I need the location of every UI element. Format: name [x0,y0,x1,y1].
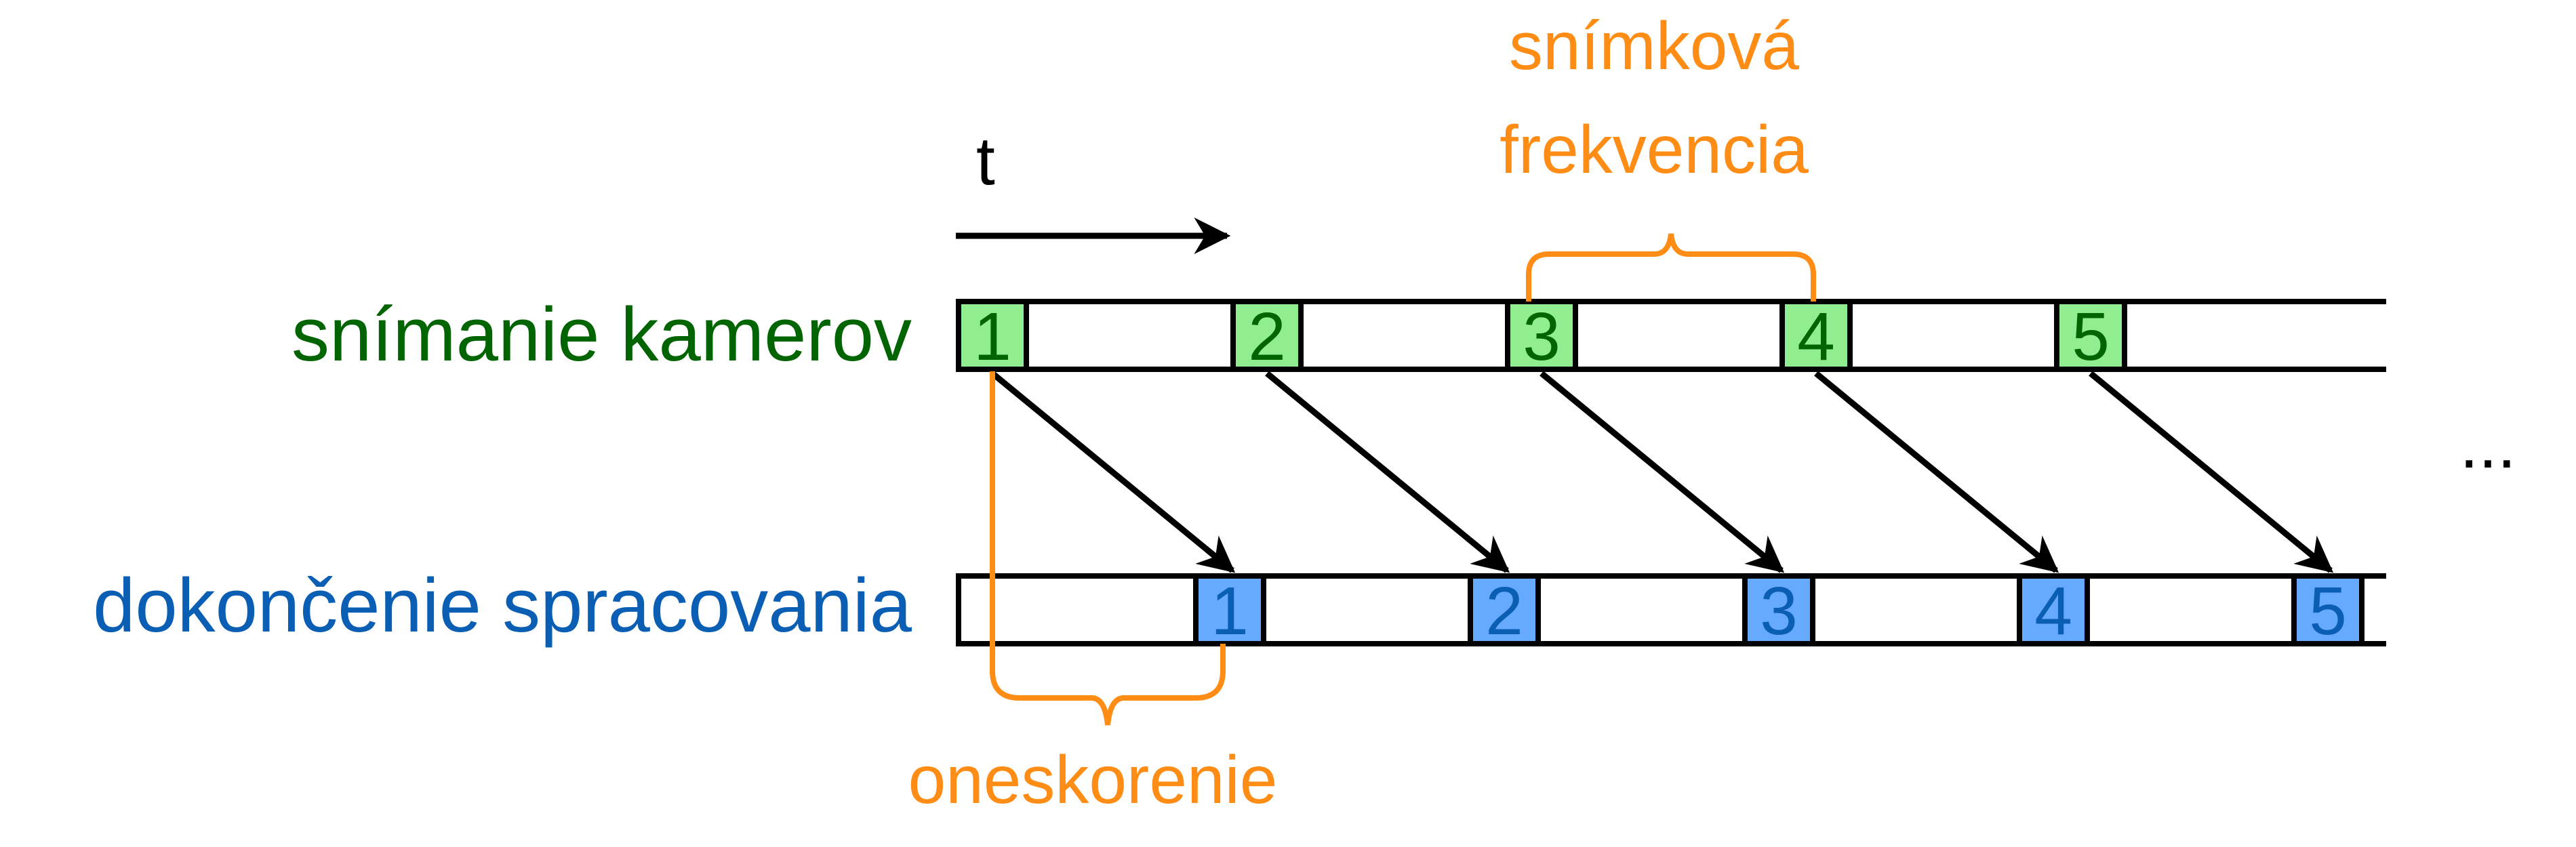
processed-frame-1: 1 [1193,573,1266,649]
capture-frame-1: 1 [956,299,1029,375]
svg-text:1: 1 [1211,573,1249,649]
processed-frame-4: 4 [2017,573,2090,649]
capture-timeline [956,299,2386,372]
processing-arrow-1 [990,371,1236,573]
capture-frame-3: 3 [1505,299,1578,375]
continuation-ellipsis: ... [2459,407,2516,482]
processing-arrow-2 [1265,371,1510,573]
svg-text:5: 5 [2309,573,2347,649]
svg-text:3: 3 [1760,573,1798,649]
svg-text:1: 1 [973,299,1011,375]
svg-text:4: 4 [2034,573,2072,649]
capture-row-label: snímanie kamerov [291,292,912,377]
frame-rate-brace [1526,233,1816,302]
svg-text:3: 3 [1523,299,1561,375]
capture-frame-4: 4 [1779,299,1853,375]
svg-text:4: 4 [1797,299,1835,375]
processed-frame-2: 2 [1468,573,1541,649]
latency-brace [990,644,1226,726]
svg-text:2: 2 [1485,573,1523,649]
frame-rate-label-line2: frekvencia [1500,112,1809,188]
processing-row-label: dokončenie spracovania [93,563,912,648]
processing-arrow-3 [1539,371,1785,573]
processed-frame-3: 3 [1742,573,1815,649]
svg-text:5: 5 [2072,299,2110,375]
capture-frame-5: 5 [2054,299,2127,375]
svg-text:2: 2 [1248,299,1286,375]
processing-timeline [956,573,2386,646]
processing-arrow-5 [2089,371,2334,573]
processed-frame-5: 5 [2291,573,2364,649]
latency-label: oneskorenie [908,742,1278,818]
frame-rate-label-line1: snímková [1509,8,1799,84]
frames-layer: 1 2 3 4 5 1 2 3 4 5 [956,299,2364,649]
processing-arrow-4 [1814,371,2059,573]
time-label: t [976,123,995,199]
capture-frame-2: 2 [1230,299,1304,375]
